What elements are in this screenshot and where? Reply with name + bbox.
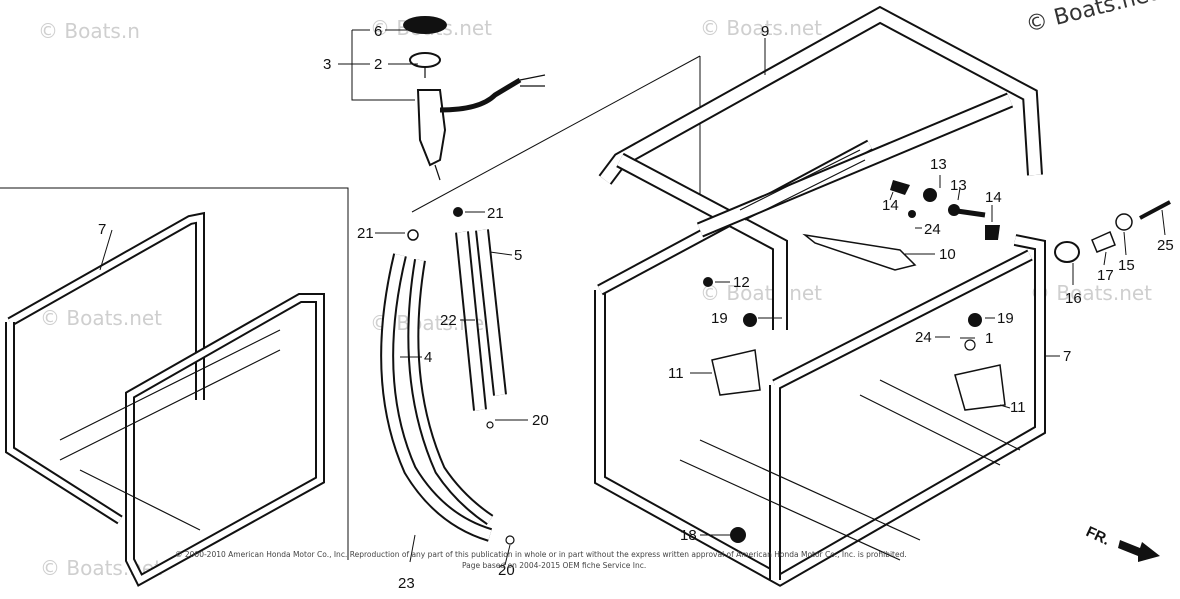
callout-18: 18 — [680, 527, 697, 544]
inset-diagonal — [411, 55, 701, 213]
callout-24: 24 — [924, 221, 941, 238]
callout-1: 1 — [985, 330, 993, 347]
frame-left — [4, 211, 325, 587]
callout-10: 10 — [939, 246, 956, 263]
callout-11: 11 — [1010, 399, 1026, 416]
callout-7: 7 — [1063, 348, 1071, 365]
frame-main — [594, 5, 1046, 587]
callout-4: 4 — [424, 349, 432, 366]
callout-19: 19 — [711, 310, 728, 327]
copyright-line: © 2000-2010 American Honda Motor Co., In… — [175, 550, 907, 559]
callout-2: 2 — [374, 56, 382, 73]
fuel-tubes — [380, 229, 507, 542]
callout-13: 13 — [950, 177, 967, 194]
watermark-text: © Boats.n — [38, 19, 140, 43]
callout-3: 3 — [323, 56, 331, 73]
callout-13: 13 — [930, 156, 947, 173]
watermark-text: © Boats.net — [700, 16, 822, 40]
front-arrow-icon — [1118, 540, 1160, 562]
callout-6: 6 — [374, 23, 382, 40]
callout-15: 15 — [1118, 257, 1135, 274]
callout-24: 24 — [915, 329, 932, 346]
callout-25: 25 — [1157, 237, 1174, 254]
direction-label: FR. — [1083, 523, 1112, 549]
fuel-valve-assembly — [403, 16, 546, 181]
callout-16: 16 — [1065, 290, 1082, 307]
copyright-line: Page based on 2004-2015 OEM fiche Servic… — [462, 561, 646, 570]
callout-17: 17 — [1097, 267, 1114, 284]
callout-14: 14 — [985, 189, 1002, 206]
callout-9: 9 — [761, 23, 769, 40]
callout-19: 19 — [997, 310, 1014, 327]
direction-indicator: FR. — [1083, 523, 1160, 562]
callout-21: 21 — [487, 205, 504, 222]
copyright-block: © 2000-2010 American Honda Motor Co., In… — [175, 550, 907, 570]
callout-22: 22 — [440, 312, 457, 329]
callout-11: 11 — [668, 365, 684, 382]
callout-12: 12 — [733, 274, 750, 291]
callout-14: 14 — [882, 197, 899, 214]
callout-20: 20 — [532, 412, 549, 429]
callout-5: 5 — [514, 247, 522, 264]
watermark-text: © Boats.net — [1030, 281, 1152, 305]
callout-20: 20 — [498, 562, 515, 579]
inset-border — [0, 187, 349, 560]
brand-watermark: © Boats.net — [1023, 0, 1160, 38]
callout-labels: 6 2 3 9 7 21 21 5 22 4 20 23 20 12 19 11… — [98, 23, 1174, 592]
leader-lines — [99, 29, 1166, 566]
hardware-parts — [407, 180, 1171, 545]
callout-8: 7 — [98, 221, 106, 238]
watermark-text: © Boats.net — [700, 281, 822, 305]
callout-23: 23 — [398, 575, 415, 592]
watermark-text: © Boats.net — [40, 306, 162, 330]
callout-21: 21 — [357, 225, 374, 242]
